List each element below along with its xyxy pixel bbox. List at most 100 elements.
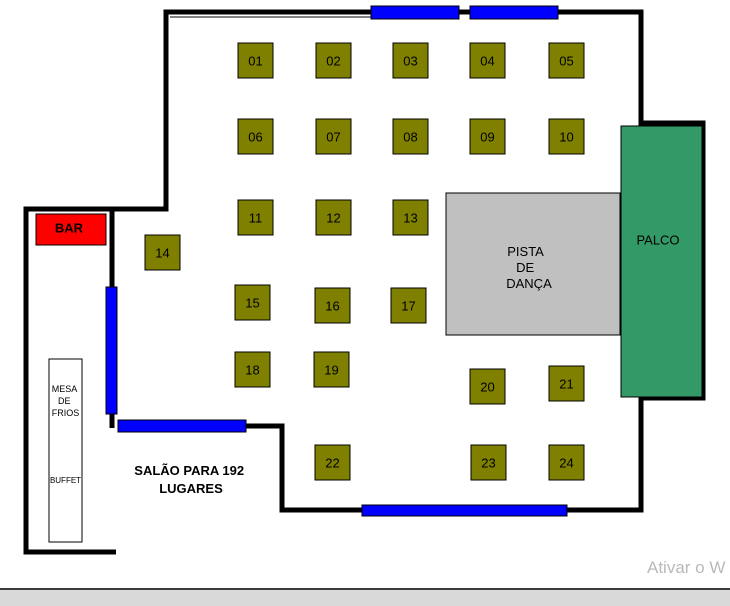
table-number: 19 bbox=[324, 363, 338, 378]
table-number: 15 bbox=[245, 296, 259, 311]
cold-table-line-1: MESA bbox=[52, 384, 78, 394]
table-number: 16 bbox=[325, 299, 339, 314]
table-number: 05 bbox=[559, 54, 573, 69]
tables-group: 01 02 03 04 05 06 07 08 09 10 11 12 13 14 15 16 17 18 19 20… bbox=[144, 42, 585, 481]
window-top-1 bbox=[370, 5, 460, 20]
table-box bbox=[470, 444, 507, 481]
table-number: 04 bbox=[480, 54, 494, 69]
table-number: 07 bbox=[326, 130, 340, 145]
table-number: 17 bbox=[401, 299, 415, 314]
table-number: 02 bbox=[326, 54, 340, 69]
table-box bbox=[392, 118, 429, 155]
table-box bbox=[237, 118, 274, 155]
window-lower-left bbox=[117, 419, 247, 433]
hall-capacity-line-1: SALÃO PARA 192 bbox=[134, 463, 244, 478]
table-box bbox=[234, 351, 271, 388]
table-box bbox=[314, 444, 351, 481]
bar-label: BAR bbox=[55, 221, 84, 236]
dance-floor bbox=[445, 192, 621, 336]
table-08: 08 bbox=[392, 118, 429, 155]
table-box bbox=[548, 444, 585, 481]
table-number: 22 bbox=[325, 456, 339, 471]
table-number: 21 bbox=[559, 377, 573, 392]
bottom-bar bbox=[0, 588, 730, 606]
table-box bbox=[313, 351, 350, 388]
cold-table-line-2: DE bbox=[58, 396, 71, 406]
table-number: 23 bbox=[481, 456, 495, 471]
table-10: 10 bbox=[548, 118, 585, 155]
dance-floor-line-2: DE bbox=[516, 260, 534, 275]
table-box bbox=[237, 199, 274, 236]
stage bbox=[620, 125, 703, 398]
cold-table-label: MESA DE FRIOS bbox=[52, 384, 80, 418]
table-box bbox=[469, 368, 506, 405]
table-number: 09 bbox=[480, 130, 494, 145]
table-20: 20 bbox=[469, 368, 506, 405]
table-number: 11 bbox=[249, 211, 263, 226]
table-box bbox=[237, 42, 274, 79]
activation-watermark: Ativar o W bbox=[647, 558, 726, 577]
table-box bbox=[469, 118, 506, 155]
table-13: 13 bbox=[392, 199, 429, 236]
table-number: 18 bbox=[245, 363, 259, 378]
main-wall bbox=[109, 9, 706, 513]
table-17: 17 bbox=[390, 287, 427, 324]
table-box bbox=[548, 365, 585, 402]
table-box bbox=[234, 284, 271, 321]
table-21: 21 bbox=[548, 365, 585, 402]
table-box bbox=[548, 42, 585, 79]
window-bottom bbox=[361, 504, 568, 517]
bar-counter bbox=[35, 213, 107, 246]
left-annex-wall bbox=[23, 206, 116, 555]
table-24: 24 bbox=[548, 444, 585, 481]
table-number: 06 bbox=[248, 130, 262, 145]
table-box bbox=[548, 118, 585, 155]
table-number: 01 bbox=[248, 54, 262, 69]
dance-floor-label: PISTA DE DANÇA bbox=[506, 244, 552, 291]
table-box bbox=[315, 42, 352, 79]
table-number: 03 bbox=[403, 54, 417, 69]
table-05: 05 bbox=[548, 42, 585, 79]
walls bbox=[23, 9, 706, 555]
hall-capacity-label: SALÃO PARA 192 LUGARES bbox=[134, 463, 247, 496]
table-number: 12 bbox=[326, 211, 340, 226]
table-14: 14 bbox=[144, 234, 181, 271]
table-box bbox=[469, 42, 506, 79]
table-01: 01 bbox=[237, 42, 274, 79]
hall-capacity-line-2: LUGARES bbox=[159, 481, 223, 496]
table-number: 24 bbox=[559, 456, 573, 471]
table-06: 06 bbox=[237, 118, 274, 155]
table-23: 23 bbox=[470, 444, 507, 481]
table-number: 20 bbox=[480, 380, 494, 395]
table-22: 22 bbox=[314, 444, 351, 481]
table-number: 14 bbox=[155, 246, 169, 261]
table-07: 07 bbox=[315, 118, 352, 155]
table-number: 13 bbox=[403, 211, 417, 226]
buffet-table bbox=[48, 358, 83, 543]
table-number: 08 bbox=[403, 130, 417, 145]
table-04: 04 bbox=[469, 42, 506, 79]
table-number: 10 bbox=[559, 130, 573, 145]
buffet-label: BUFFET bbox=[50, 476, 81, 485]
table-19: 19 bbox=[313, 351, 350, 388]
table-02: 02 bbox=[315, 42, 352, 79]
window-left bbox=[105, 286, 118, 415]
windows bbox=[105, 5, 568, 517]
table-03: 03 bbox=[392, 42, 429, 79]
table-box bbox=[144, 234, 181, 271]
table-12: 12 bbox=[315, 199, 352, 236]
table-18: 18 bbox=[234, 351, 271, 388]
dance-floor-line-3: DANÇA bbox=[506, 276, 552, 291]
table-16: 16 bbox=[314, 287, 351, 324]
table-11: 11 bbox=[237, 199, 274, 236]
window-top-2 bbox=[469, 5, 559, 20]
table-box bbox=[314, 287, 351, 324]
table-09: 09 bbox=[469, 118, 506, 155]
table-box bbox=[315, 199, 352, 236]
table-15: 15 bbox=[234, 284, 271, 321]
cold-table-line-3: FRIOS bbox=[52, 408, 80, 418]
table-box bbox=[390, 287, 427, 324]
dance-floor-line-1: PISTA bbox=[507, 244, 544, 259]
table-box bbox=[315, 118, 352, 155]
